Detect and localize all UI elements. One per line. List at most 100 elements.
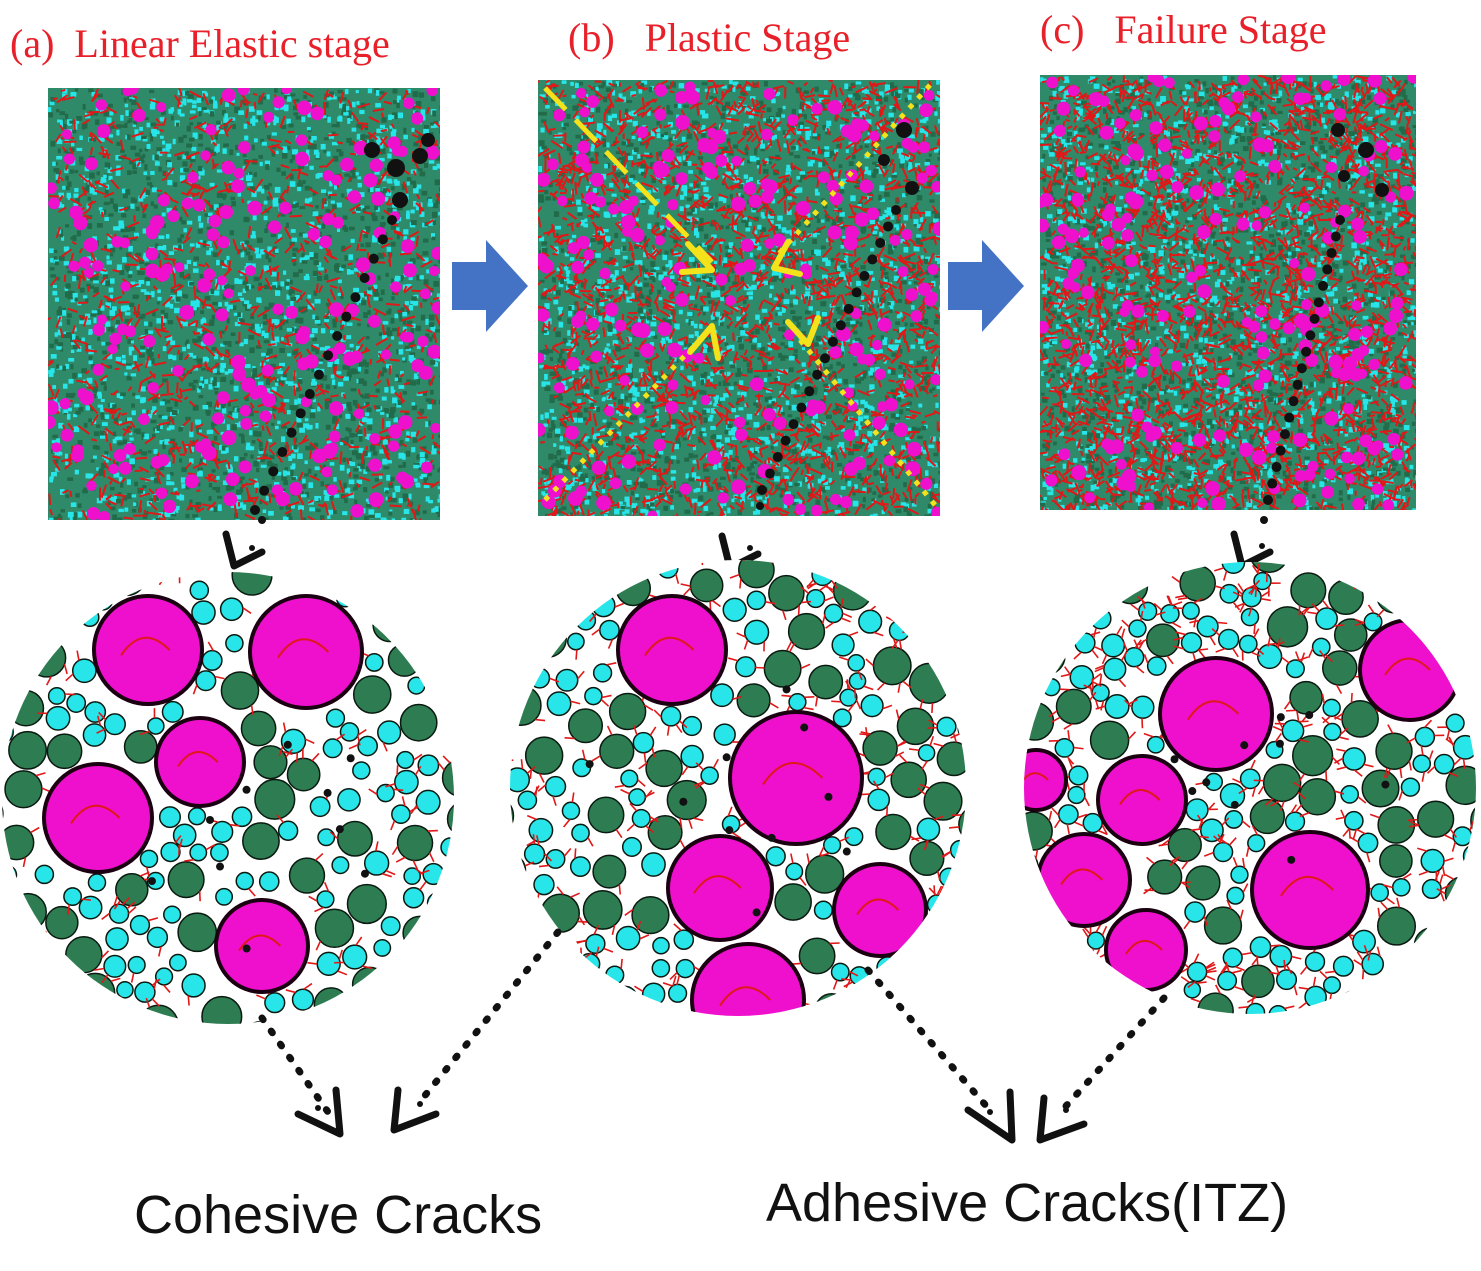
crack-segment xyxy=(342,393,347,400)
matrix-particle xyxy=(653,371,658,376)
matrix-particle xyxy=(852,330,858,335)
matrix-particle xyxy=(733,225,737,232)
matrix-particle xyxy=(134,232,139,237)
crack-segment xyxy=(328,248,333,259)
crack-segment xyxy=(107,500,117,506)
matrix-particle xyxy=(256,237,263,243)
aggregate-dot xyxy=(259,410,272,422)
crack-segment xyxy=(118,207,128,212)
matrix-particle xyxy=(270,493,275,498)
matrix-particle xyxy=(92,111,98,116)
matrix-particle xyxy=(317,236,323,242)
matrix-particle xyxy=(649,342,655,346)
matrix-particle xyxy=(399,315,403,322)
matrix-particle xyxy=(150,136,154,142)
matrix-particle xyxy=(88,88,94,93)
matrix-particle xyxy=(620,161,626,166)
matrix-particle xyxy=(270,363,276,370)
matrix-particle xyxy=(72,334,76,340)
matrix-particle xyxy=(292,262,297,266)
void-dot xyxy=(359,273,370,283)
matrix-particle xyxy=(253,460,259,467)
matrix-particle xyxy=(52,161,56,166)
matrix-particle xyxy=(270,340,276,345)
crack-segment xyxy=(380,128,388,133)
matrix-particle xyxy=(216,120,221,125)
matrix-particle xyxy=(599,230,605,237)
matrix-particle xyxy=(70,236,76,240)
matrix-particle xyxy=(50,274,57,278)
crack-segment xyxy=(180,370,190,382)
aggregate-dot xyxy=(119,237,131,249)
matrix-particle xyxy=(432,166,438,170)
matrix-particle xyxy=(355,172,359,176)
crack-segment xyxy=(52,455,61,459)
matrix-particle xyxy=(197,143,204,147)
crack-segment xyxy=(132,344,142,356)
matrix-particle xyxy=(382,321,389,325)
matrix-particle xyxy=(412,519,417,520)
matrix-particle xyxy=(386,413,391,418)
matrix-particle xyxy=(135,294,140,298)
crack-segment xyxy=(110,311,123,321)
matrix-particle xyxy=(221,109,226,116)
matrix-particle xyxy=(83,422,88,428)
matrix-particle xyxy=(552,463,559,467)
matrix-particle xyxy=(770,343,774,347)
matrix-particle xyxy=(157,289,161,294)
matrix-particle xyxy=(352,101,356,108)
matrix-particle xyxy=(96,497,103,504)
matrix-particle xyxy=(797,481,802,487)
crack-segment xyxy=(265,425,272,436)
crack-segment xyxy=(333,372,340,379)
crack-segment xyxy=(432,296,440,301)
matrix-particle xyxy=(881,487,886,493)
matrix-particle xyxy=(264,332,269,339)
crack-segment xyxy=(351,211,357,214)
crack-segment xyxy=(283,332,297,339)
matrix-particle xyxy=(428,398,434,404)
matrix-particle xyxy=(353,287,360,293)
matrix-particle xyxy=(577,464,582,471)
matrix-particle xyxy=(805,134,810,140)
matrix-particle xyxy=(738,407,744,411)
crack-segment xyxy=(138,500,143,513)
matrix-particle xyxy=(765,158,769,164)
crack-segment xyxy=(53,389,60,400)
matrix-particle xyxy=(431,236,436,241)
matrix-particle xyxy=(246,442,251,449)
matrix-particle xyxy=(256,431,262,437)
matrix-particle xyxy=(360,463,365,469)
matrix-particle xyxy=(67,511,74,518)
matrix-particle xyxy=(924,131,929,137)
matrix-particle xyxy=(93,388,98,394)
matrix-particle xyxy=(131,403,135,408)
matrix-particle xyxy=(643,409,647,414)
matrix-particle xyxy=(375,187,381,192)
crack-segment xyxy=(112,295,122,301)
aggregate-dot xyxy=(109,332,122,346)
matrix-particle xyxy=(266,196,271,201)
matrix-particle xyxy=(907,401,912,406)
matrix-particle xyxy=(177,237,183,243)
crack-segment xyxy=(59,124,64,131)
aggregate-dot xyxy=(430,423,440,434)
crack-segment xyxy=(194,423,204,429)
crack-segment xyxy=(422,482,435,486)
matrix-particle xyxy=(227,368,234,374)
crack-segment xyxy=(129,420,136,429)
matrix-particle xyxy=(188,352,194,357)
matrix-particle xyxy=(313,149,319,155)
matrix-particle xyxy=(209,99,214,104)
matrix-particle xyxy=(298,306,304,312)
matrix-particle xyxy=(62,383,68,389)
matrix-particle xyxy=(288,123,294,128)
crack-segment xyxy=(212,427,220,436)
matrix-particle xyxy=(736,316,743,322)
matrix-particle xyxy=(71,142,75,147)
matrix-particle xyxy=(79,318,85,324)
matrix-particle xyxy=(144,329,149,334)
matrix-particle xyxy=(398,349,404,355)
aggregate-dot xyxy=(398,415,413,430)
matrix-particle xyxy=(437,193,440,198)
